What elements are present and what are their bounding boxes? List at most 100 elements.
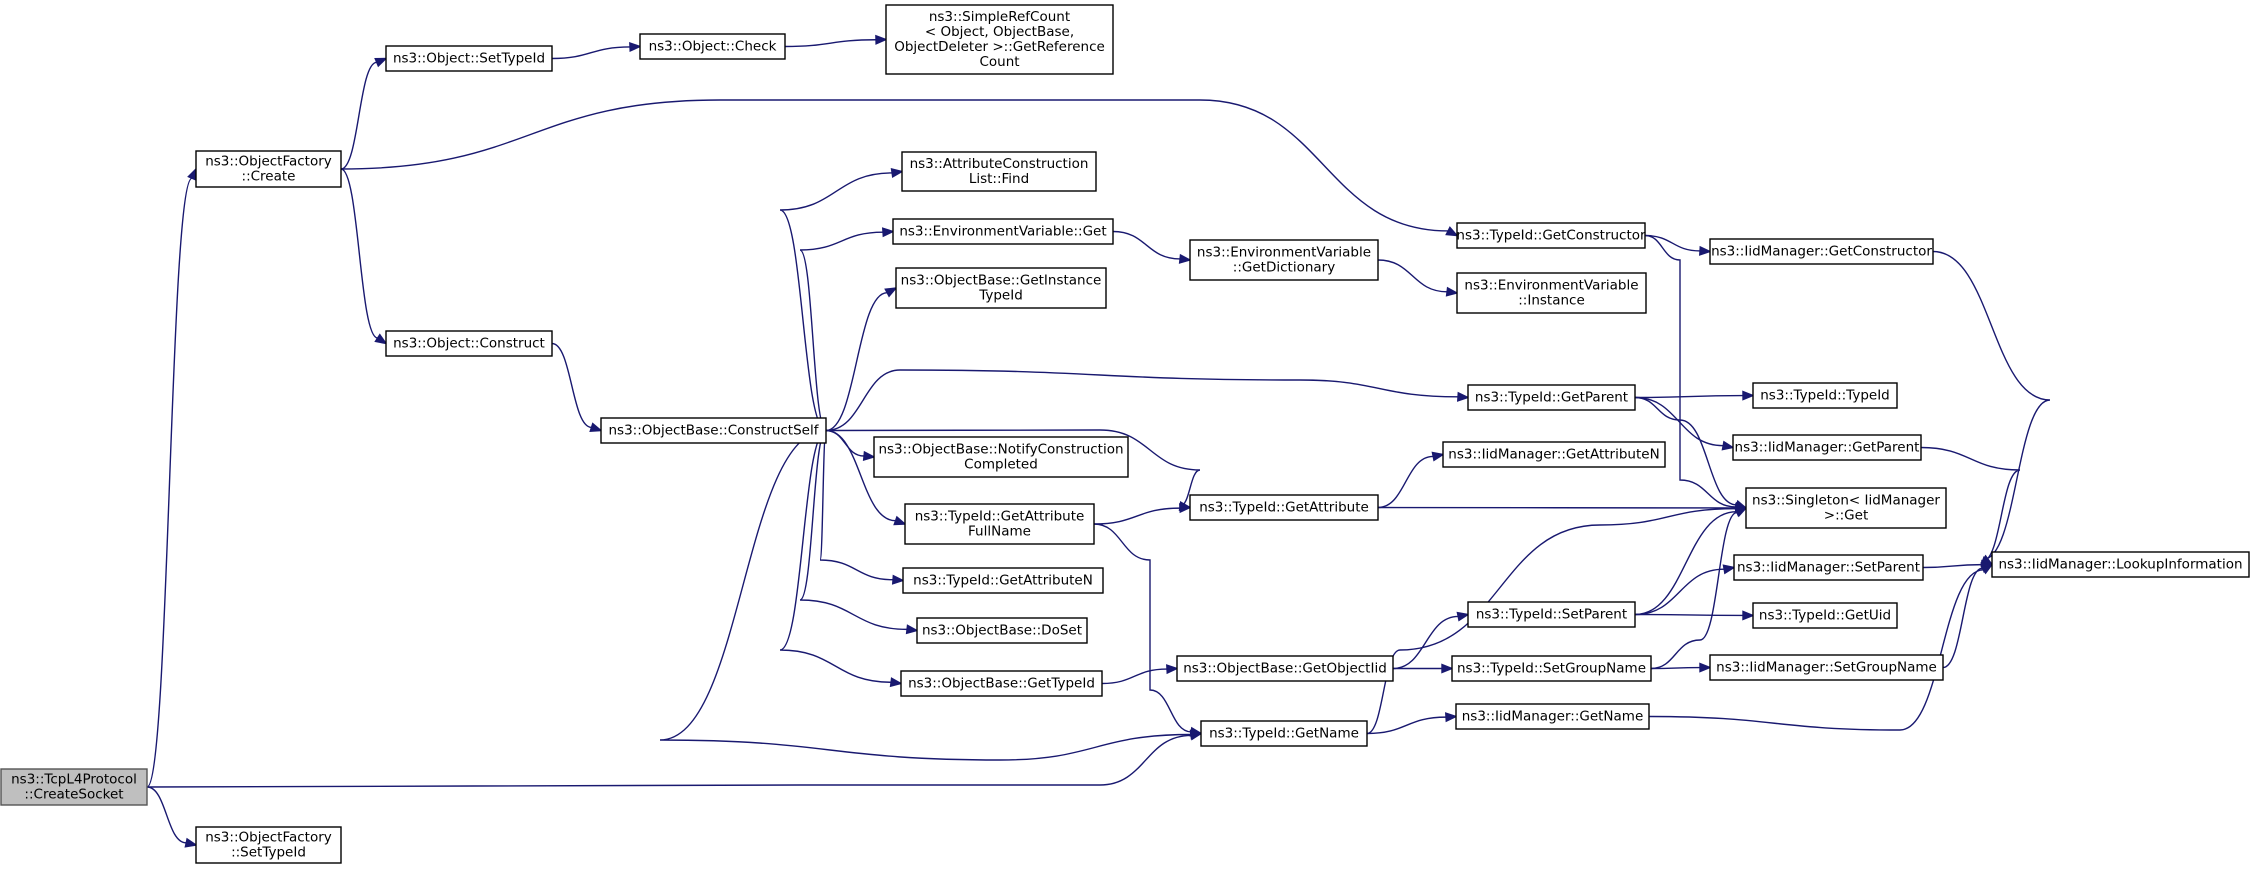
edge-line: [1634, 396, 1724, 447]
arrowhead: [862, 450, 876, 461]
edge-tid_getparent-to-iid_getparent: [1634, 396, 1735, 451]
edge-obj_check-to-src_getref: [784, 34, 888, 48]
edge-line: [551, 46, 631, 60]
node-tid-getattribute[interactable]: ns3::TypeId::GetAttribute: [1189, 494, 1379, 521]
edge-ob_constructself-to-ob_getinstancetypeid: [825, 287, 898, 432]
node-label: ns3::IidManager::GetParent: [1735, 440, 1920, 456]
node-tid-getattrn[interactable]: ns3::TypeId::GetAttributeN: [902, 567, 1104, 594]
node-label: ns3::ObjectFactory: [205, 830, 332, 846]
node-label: ns3::IidManager::SetParent: [1737, 560, 1920, 576]
edge-line: [1648, 569, 1984, 731]
edge-tcp_createsocket-to-of_create: [146, 167, 197, 788]
edge-of_create-to-tid_getconstructor: [340, 99, 1459, 237]
node-ob-constructself[interactable]: ns3::ObjectBase::ConstructSelf: [600, 417, 827, 444]
node-singleton-get[interactable]: ns3::Singleton< IidManager >::Get: [1745, 487, 1947, 529]
node-iid-getparent[interactable]: ns3::IidManager::GetParent: [1732, 434, 1922, 461]
arrowhead: [891, 574, 905, 585]
arrowhead: [374, 57, 388, 68]
arrowhead: [1441, 663, 1454, 674]
node-tid-typeid[interactable]: ns3::TypeId::TypeId: [1752, 382, 1898, 409]
arrowhead: [374, 333, 388, 345]
arrowhead: [1742, 390, 1755, 401]
node-obj-settypeid[interactable]: ns3::Object::SetTypeId: [385, 45, 553, 72]
node-tid-getname[interactable]: ns3::TypeId::GetName: [1200, 720, 1368, 747]
node-box: [195, 150, 342, 188]
edge-line: [1634, 613, 1744, 617]
arrowhead: [1722, 564, 1736, 575]
edge-line: [1366, 716, 1447, 735]
edge-line: [1922, 563, 1983, 569]
node-label: ns3::Object::Construct: [393, 336, 545, 352]
arrowhead: [1456, 391, 1470, 402]
node-label: < Object, ObjectBase,: [925, 24, 1074, 40]
node-label: ns3::TypeId::TypeId: [1760, 388, 1890, 404]
node-src-getref[interactable]: ns3::SimpleRefCount< Object, ObjectBase,…: [885, 4, 1114, 75]
node-ob-notify[interactable]: ns3::ObjectBase::NotifyConstructionCompl…: [873, 436, 1129, 478]
edge-of_create-to-obj_settypeid: [340, 57, 388, 170]
node-box: [1176, 655, 1394, 682]
node-obj-check[interactable]: ns3::Object::Check: [639, 33, 786, 60]
edge-line: [825, 369, 1459, 432]
node-of-settypeid[interactable]: ns3::ObjectFactory::SetTypeId: [195, 826, 342, 864]
node-tcp-createsocket[interactable]: ns3::TcpL4Protocol::CreateSocket: [0, 768, 148, 806]
node-iid-setparent[interactable]: ns3::IidManager::SetParent: [1733, 554, 1924, 581]
edge-tid_setgroupname-to-singleton_get: [1650, 507, 1748, 670]
node-ev-getdict[interactable]: ns3::EnvironmentVariable::GetDictionary: [1189, 239, 1379, 281]
arrowhead: [184, 837, 198, 848]
node-obj-construct[interactable]: ns3::Object::Construct: [385, 330, 553, 357]
edge-iid_getname-to-iid_lookup: [1648, 563, 1994, 731]
node-ob-getobjectiid[interactable]: ns3::ObjectBase::GetObjectIid: [1176, 655, 1394, 682]
node-ev-get[interactable]: ns3::EnvironmentVariable::Get: [892, 218, 1114, 245]
node-ev-instance[interactable]: ns3::EnvironmentVariable::Instance: [1456, 272, 1647, 314]
node-box: [1709, 238, 1934, 265]
edge-line: [1932, 250, 2051, 560]
node-iid-setgroupname[interactable]: ns3::IidManager::SetGroupName: [1709, 654, 1944, 681]
node-label: ns3::EnvironmentVariable: [1197, 245, 1371, 261]
edge-line: [1392, 615, 1459, 670]
node-ob-doset[interactable]: ns3::ObjectBase::DoSet: [916, 617, 1088, 644]
node-tid-setgroupname[interactable]: ns3::TypeId::SetGroupName: [1451, 655, 1652, 682]
edge-line: [825, 429, 1201, 507]
node-label: ns3::ObjectBase::ConstructSelf: [609, 423, 820, 439]
node-ob-gettypeid[interactable]: ns3::ObjectBase::GetTypeId: [900, 670, 1103, 697]
edge-tid_getconstructor-to-iid_getconstructor: [1644, 234, 1712, 256]
arrowhead: [1699, 662, 1712, 673]
node-label: ns3::TcpL4Protocol: [11, 772, 137, 788]
edge-line: [784, 39, 877, 48]
arrowhead: [884, 287, 898, 298]
edge-tid_setparent-to-tid_getuid: [1634, 610, 1755, 621]
arrowhead: [1178, 253, 1192, 264]
arrowhead: [589, 422, 603, 432]
arrowhead: [1445, 286, 1459, 297]
node-label: ns3::IidManager::SetGroupName: [1716, 660, 1937, 676]
node-tid-getuid[interactable]: ns3::TypeId::GetUid: [1752, 602, 1898, 629]
arrowhead: [629, 41, 642, 53]
edge-ob_getobjectiid-to-tid_setgroupname: [1393, 663, 1454, 674]
node-label: List::Find: [969, 171, 1029, 187]
node-box: [1456, 272, 1647, 314]
node-box: [1709, 654, 1944, 681]
edge-tid_getattribute-to-iid_getattrn: [1377, 451, 1445, 509]
edges-layer: [146, 34, 2051, 848]
edge-line: [799, 231, 884, 432]
node-box: [1200, 720, 1368, 747]
arrowhead: [1179, 503, 1192, 514]
edge-line: [659, 429, 1192, 761]
node-iid-lookup[interactable]: ns3::IidManager::LookupInformation: [1991, 551, 2250, 578]
node-box: [904, 503, 1095, 545]
node-tid-setparent[interactable]: ns3::TypeId::SetParent: [1467, 601, 1636, 628]
edge-obj_construct-to-ob_constructself: [551, 342, 603, 432]
node-iid-getconstructor[interactable]: ns3::IidManager::GetConstructor: [1709, 238, 1934, 265]
node-box: [1189, 494, 1379, 521]
edge-line: [779, 172, 893, 432]
node-iid-getname[interactable]: ns3::IidManager::GetName: [1455, 703, 1650, 730]
node-iid-getattrn[interactable]: ns3::IidManager::GetAttributeN: [1442, 441, 1666, 468]
node-tid-getparent[interactable]: ns3::TypeId::GetParent: [1467, 384, 1636, 411]
arrowhead: [1445, 226, 1459, 237]
node-tid-getconstructor[interactable]: ns3::TypeId::GetConstructor: [1456, 222, 1646, 249]
edge-line: [1093, 523, 1192, 733]
node-of-create[interactable]: ns3::ObjectFactory::Create: [195, 150, 342, 188]
